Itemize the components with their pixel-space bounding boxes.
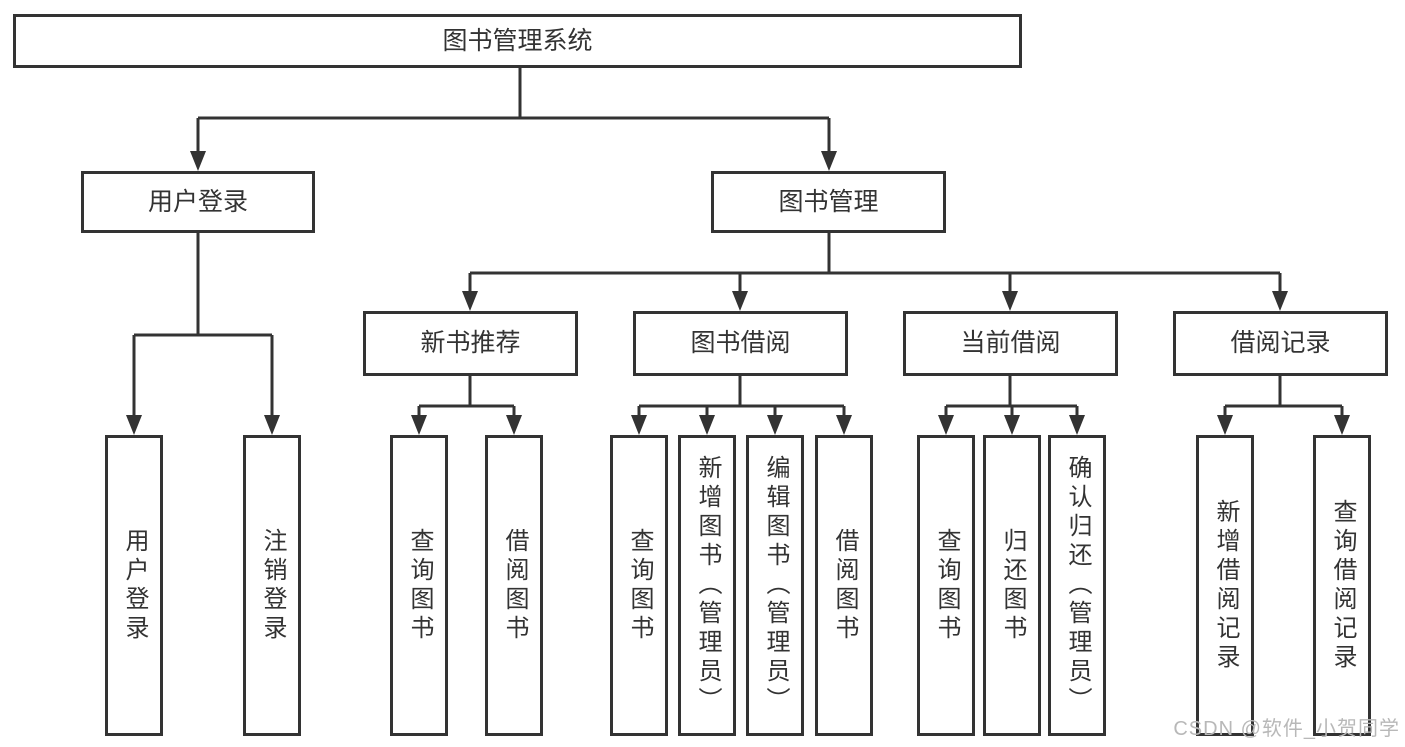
node-current-borrow: 当前借阅: [903, 311, 1118, 376]
leaf-label: 借阅图书: [501, 527, 528, 644]
leaf-query-borrow-record: 查询借阅记录: [1313, 435, 1371, 736]
leaf-query-books-recommend: 查询图书: [390, 435, 448, 736]
leaf-label: 查询图书: [406, 527, 433, 644]
leaf-label: 新增借阅记录: [1212, 498, 1239, 673]
leaf-logout: 注销登录: [243, 435, 301, 736]
leaf-label: 确认归还（管理员）: [1064, 455, 1091, 716]
leaf-label: 查询图书: [626, 527, 653, 644]
leaf-label: 借阅图书: [831, 527, 858, 644]
watermark: CSDN @软件_小贺同学: [1173, 718, 1400, 740]
leaf-return-books: 归还图书: [983, 435, 1041, 736]
leaf-query-books-current: 查询图书: [917, 435, 975, 736]
leaf-borrow-books-recommend: 借阅图书: [485, 435, 543, 736]
node-user-login: 用户登录: [81, 171, 315, 233]
leaf-add-borrow-record: 新增借阅记录: [1196, 435, 1254, 736]
leaf-label: 查询借阅记录: [1329, 498, 1356, 673]
node-new-book-recommend: 新书推荐: [363, 311, 578, 376]
node-book-management: 图书管理: [711, 171, 946, 233]
leaf-edit-books-admin: 编辑图书（管理员）: [746, 435, 804, 736]
node-library-management-system: 图书管理系统: [13, 14, 1022, 68]
leaf-query-books-borrow: 查询图书: [610, 435, 668, 736]
arrowheads: [126, 151, 1350, 435]
node-book-borrow: 图书借阅: [633, 311, 848, 376]
node-borrow-records: 借阅记录: [1173, 311, 1388, 376]
leaf-user-login: 用户登录: [105, 435, 163, 736]
leaf-label: 查询图书: [933, 527, 960, 644]
leaf-confirm-return-admin: 确认归还（管理员）: [1048, 435, 1106, 736]
leaf-label: 用户登录: [121, 527, 148, 644]
leaf-borrow-books: 借阅图书: [815, 435, 873, 736]
leaf-label: 归还图书: [999, 527, 1026, 644]
leaf-label: 编辑图书（管理员）: [762, 455, 789, 716]
leaf-label: 注销登录: [259, 527, 286, 644]
leaf-add-books-admin: 新增图书（管理员）: [678, 435, 736, 736]
leaf-label: 新增图书（管理员）: [694, 455, 721, 716]
